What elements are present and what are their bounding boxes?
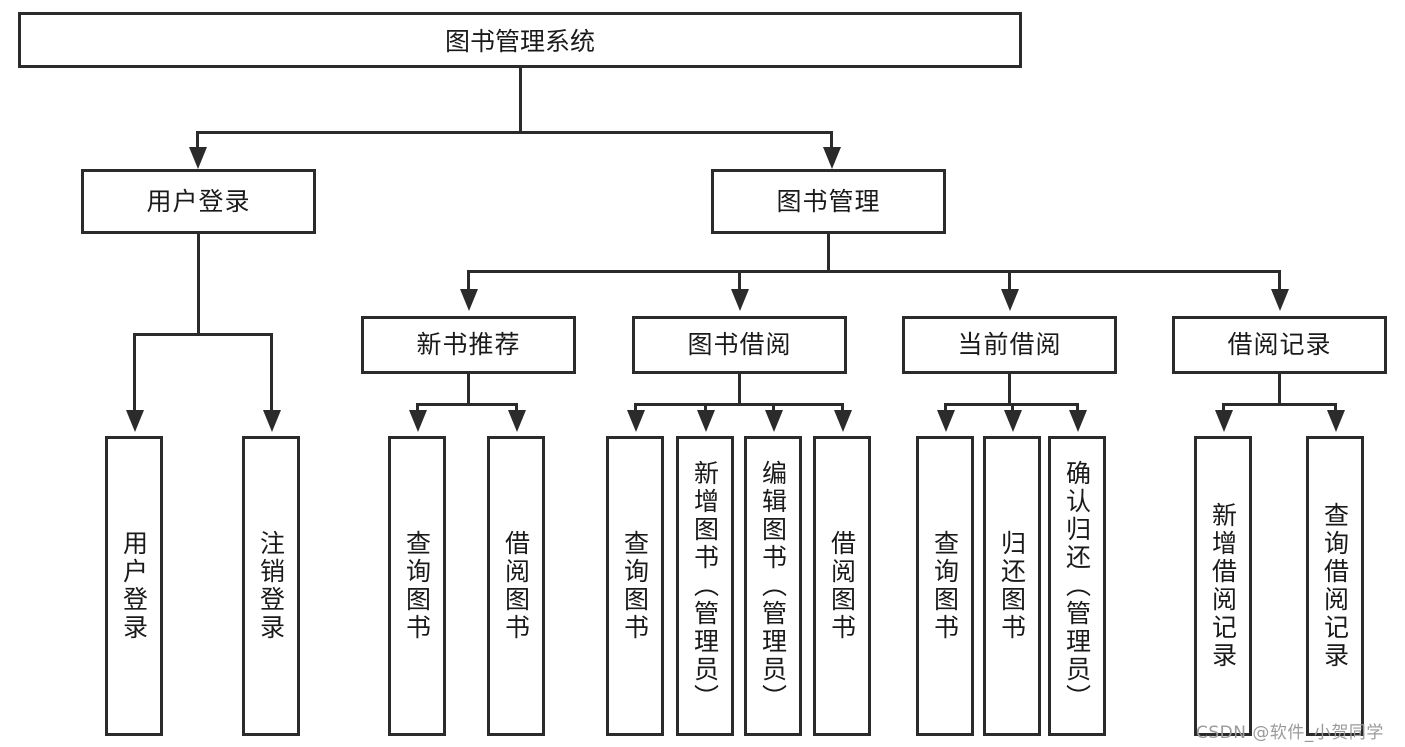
arrow-level3-new-book xyxy=(460,289,478,311)
leaf-new-book-borrow-books[interactable]: 借阅图书 xyxy=(487,436,545,736)
edge-level3-drop-2 xyxy=(738,270,741,296)
node-label: 查询图书 xyxy=(620,530,650,642)
arrow-root-to-user-login xyxy=(189,147,207,169)
arrow-new-book-leaf-2 xyxy=(508,410,526,432)
edge-root-stem xyxy=(519,68,522,134)
arrow-level3-borrow-record xyxy=(1271,289,1289,311)
arrow-level3-current-borrow xyxy=(1001,289,1019,311)
node-label: 借阅图书 xyxy=(501,530,531,642)
edge-level3-drop-3 xyxy=(1008,270,1011,296)
node-label: 查询借阅记录 xyxy=(1320,502,1350,670)
leaf-book-borrow-edit-book-admin[interactable]: 编辑图书（管理员） xyxy=(744,436,802,736)
edge-level3-drop-1 xyxy=(467,270,470,296)
leaf-borrow-record-query-record[interactable]: 查询借阅记录 xyxy=(1306,436,1364,736)
node-label: 新增借阅记录 xyxy=(1208,502,1238,670)
edge-user-login-bus xyxy=(133,333,273,336)
node-label: 新增图书（管理员） xyxy=(690,460,720,712)
edge-borrow-record-stem xyxy=(1278,374,1281,405)
arrow-book-borrow-leaf-4 xyxy=(834,410,852,432)
edge-book-management-stem xyxy=(827,234,830,273)
arrow-book-borrow-leaf-3 xyxy=(765,410,783,432)
edge-current-borrow-stem xyxy=(1008,374,1011,405)
arrow-current-borrow-leaf-1 xyxy=(937,410,955,432)
node-label: 用户登录 xyxy=(146,186,251,216)
arrow-user-login-leaf-2 xyxy=(263,410,281,432)
arrow-current-borrow-leaf-3 xyxy=(1069,410,1087,432)
node-new-book-recommend[interactable]: 新书推荐 xyxy=(361,316,576,374)
node-label: 借阅记录 xyxy=(1227,330,1332,360)
arrow-user-login-leaf-1 xyxy=(126,410,144,432)
leaf-user-login-logout[interactable]: 注销登录 xyxy=(242,436,300,736)
leaf-current-borrow-confirm-return-admin[interactable]: 确认归还（管理员） xyxy=(1048,436,1106,736)
node-label: 图书管理 xyxy=(776,186,881,216)
edge-new-book-stem xyxy=(467,374,470,405)
edge-user-login-stem xyxy=(197,234,200,336)
node-book-borrow[interactable]: 图书借阅 xyxy=(632,316,847,374)
arrow-root-to-book-management xyxy=(823,147,841,169)
arrow-book-borrow-leaf-1 xyxy=(627,410,645,432)
node-label: 图书管理系统 xyxy=(444,27,595,56)
node-label: 查询图书 xyxy=(930,530,960,642)
node-label: 借阅图书 xyxy=(827,530,857,642)
leaf-new-book-query-books[interactable]: 查询图书 xyxy=(388,436,446,736)
leaf-book-borrow-query-books[interactable]: 查询图书 xyxy=(606,436,664,736)
edge-user-login-drop-1 xyxy=(133,333,136,417)
edge-root-bus xyxy=(196,131,833,134)
arrow-level3-book-borrow xyxy=(731,289,749,311)
node-label: 图书借阅 xyxy=(687,330,792,360)
node-label: 当前借阅 xyxy=(957,330,1062,360)
arrow-borrow-record-leaf-2 xyxy=(1327,410,1345,432)
leaf-borrow-record-add-record[interactable]: 新增借阅记录 xyxy=(1194,436,1252,736)
node-label: 用户登录 xyxy=(119,530,149,642)
arrow-borrow-record-leaf-1 xyxy=(1215,410,1233,432)
arrow-new-book-leaf-1 xyxy=(409,410,427,432)
node-user-login[interactable]: 用户登录 xyxy=(81,169,316,234)
node-label: 确认归还（管理员） xyxy=(1062,460,1092,712)
edge-level3-bus xyxy=(467,270,1281,273)
edge-borrow-record-bus xyxy=(1222,403,1337,406)
edge-level3-drop-4 xyxy=(1278,270,1281,296)
edge-root-to-book-management xyxy=(830,131,833,155)
node-current-borrow[interactable]: 当前借阅 xyxy=(902,316,1117,374)
leaf-book-borrow-borrow-books[interactable]: 借阅图书 xyxy=(813,436,871,736)
node-book-management[interactable]: 图书管理 xyxy=(711,169,946,234)
node-label: 归还图书 xyxy=(997,530,1027,642)
watermark-csdn: CSDN @软件_小贺同学 xyxy=(1196,723,1384,743)
edge-root-to-user-login xyxy=(196,131,199,155)
node-label: 查询图书 xyxy=(402,530,432,642)
node-label: 新书推荐 xyxy=(416,330,521,360)
leaf-current-borrow-query-books[interactable]: 查询图书 xyxy=(916,436,974,736)
edge-book-borrow-stem xyxy=(738,374,741,405)
edge-user-login-drop-2 xyxy=(270,333,273,417)
node-label: 编辑图书（管理员） xyxy=(758,460,788,712)
node-root-book-management-system[interactable]: 图书管理系统 xyxy=(18,12,1022,68)
leaf-current-borrow-return-books[interactable]: 归还图书 xyxy=(983,436,1041,736)
leaf-user-login-user-login[interactable]: 用户登录 xyxy=(105,436,163,736)
edge-new-book-bus xyxy=(416,403,518,406)
leaf-book-borrow-add-book-admin[interactable]: 新增图书（管理员） xyxy=(676,436,734,736)
arrow-book-borrow-leaf-2 xyxy=(697,410,715,432)
node-label: 注销登录 xyxy=(256,530,286,642)
edge-book-borrow-bus xyxy=(634,403,844,406)
arrow-current-borrow-leaf-2 xyxy=(1004,410,1022,432)
node-borrow-record[interactable]: 借阅记录 xyxy=(1172,316,1387,374)
